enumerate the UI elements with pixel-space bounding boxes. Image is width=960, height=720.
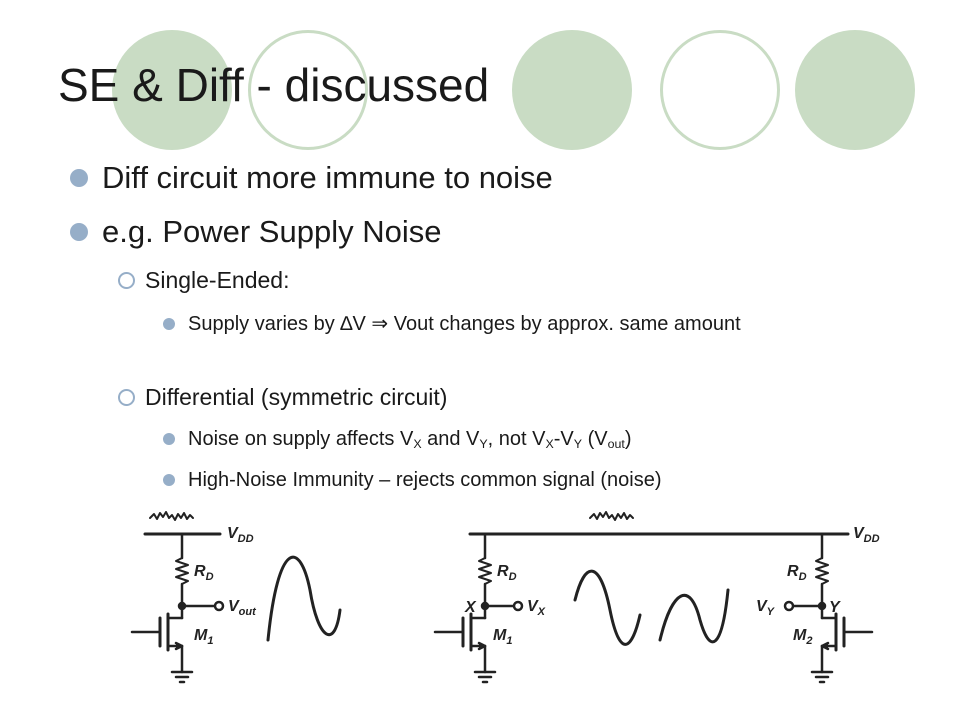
svg-text:VDD: VDD <box>853 525 880 545</box>
sine-wave-vx <box>573 569 642 646</box>
resistor-rd-right <box>815 557 829 585</box>
bullet-dot-icon <box>163 474 175 486</box>
bullet-dot-icon <box>70 223 88 241</box>
sine-wave-vy <box>658 588 730 644</box>
svg-text:RD: RD <box>194 563 214 583</box>
noise-squiggle <box>149 511 194 521</box>
svg-text:Vout: Vout <box>228 598 257 618</box>
vy-terminal <box>783 600 795 612</box>
svg-text:RD: RD <box>497 563 517 583</box>
svg-text:X: X <box>464 599 477 616</box>
sine-wave <box>266 555 342 642</box>
resistor-rd <box>175 557 189 585</box>
noise-squiggle <box>589 511 634 521</box>
single-ended-circuit: VDD RD Vout M1 <box>130 511 342 684</box>
svg-text:M1: M1 <box>493 627 512 647</box>
bullet-dot-icon <box>163 433 175 445</box>
bullet-ring-icon <box>118 272 135 289</box>
svg-text:Y: Y <box>829 599 841 616</box>
decorative-ring <box>248 30 368 150</box>
vx-terminal <box>512 600 524 612</box>
decorative-ring <box>660 30 780 150</box>
svg-text:RD: RD <box>787 563 807 583</box>
svg-text:M2: M2 <box>793 627 812 647</box>
differential-circuit: VDD RD RD X VX Y VY M1 M2 <box>433 511 880 684</box>
slide-title: SE & Diff - discussed <box>58 59 490 111</box>
svg-text:M1: M1 <box>194 627 213 647</box>
bullet-dot-icon <box>70 169 88 187</box>
svg-text:VX: VX <box>527 598 546 618</box>
decorative-circle <box>112 30 232 150</box>
vout-terminal <box>213 600 225 612</box>
svg-text:VDD: VDD <box>227 525 254 545</box>
svg-text:VY: VY <box>756 598 776 618</box>
bullet-dot-icon <box>163 318 175 330</box>
bullet-ring-icon <box>118 389 135 406</box>
resistor-rd-left <box>478 557 492 585</box>
decorative-circle <box>512 30 632 150</box>
decorative-circle <box>795 30 915 150</box>
